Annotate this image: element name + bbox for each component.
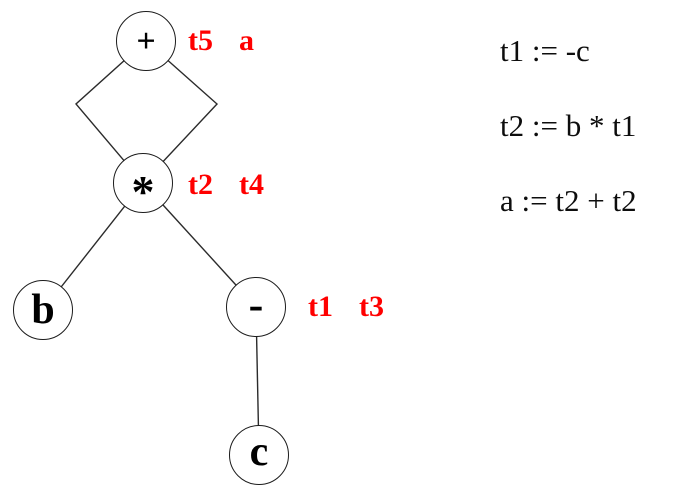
three-address-code-line-3: a := t2 + t2 xyxy=(500,183,637,218)
node-plus-operator: + xyxy=(136,23,156,60)
edge-plus-star-left xyxy=(75,40,147,184)
edge-plus-star-right xyxy=(142,40,219,184)
node-star-operator: * xyxy=(131,165,155,217)
tags-of-minus-node: t1 t3 xyxy=(308,290,384,324)
tag-label-t5: t5 xyxy=(188,24,213,57)
node-minus-operator: - xyxy=(248,279,264,329)
node-operand-c: c xyxy=(229,425,289,485)
node-plus: + xyxy=(116,11,176,71)
three-address-code-line-1: t1 := -c xyxy=(500,33,590,68)
tag-label-t3: t3 xyxy=(359,290,384,323)
tags-of-plus-node: t5 a xyxy=(188,24,254,58)
node-b-label: b xyxy=(31,287,55,333)
tag-label-t1: t1 xyxy=(308,290,333,323)
three-address-code-line-2: t2 := b * t1 xyxy=(500,108,637,143)
tag-label-a: a xyxy=(239,24,254,57)
node-minus: - xyxy=(226,277,286,337)
node-c-label: c xyxy=(249,429,269,475)
tag-label-t2: t2 xyxy=(188,168,213,201)
tags-of-star-node: t2 t4 xyxy=(188,168,264,202)
tag-label-t4: t4 xyxy=(239,168,264,201)
node-operand-b: b xyxy=(13,280,73,340)
node-star: * xyxy=(113,153,173,217)
